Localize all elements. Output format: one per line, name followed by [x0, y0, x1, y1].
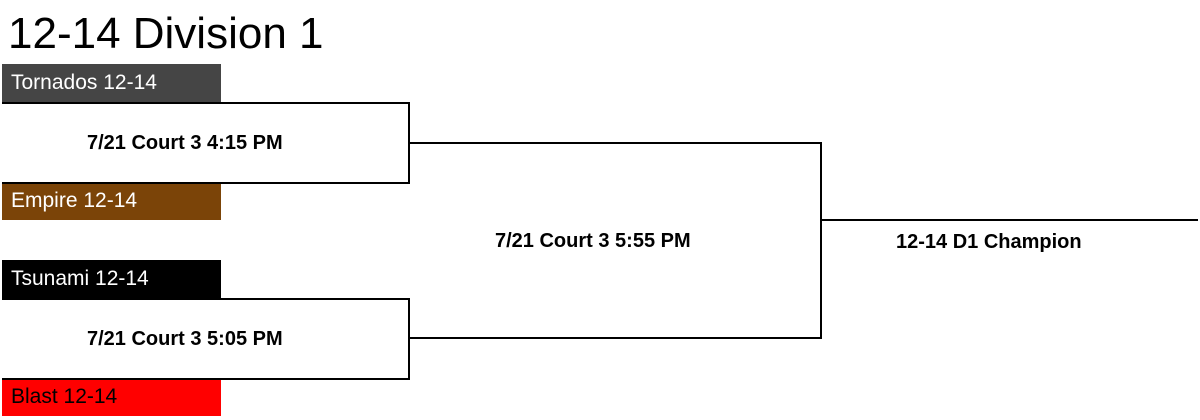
team-slot-blast: Blast 12-14 — [2, 378, 221, 416]
bracket-title: 12-14 Division 1 — [8, 9, 324, 58]
team-slot-empire: Empire 12-14 — [2, 182, 221, 220]
champion-label: 12-14 D1 Champion — [896, 231, 1082, 253]
connector-semi2-bottom — [2, 378, 409, 380]
team-slot-tornados: Tornados 12-14 — [2, 64, 221, 102]
connector-final-right — [820, 142, 822, 339]
connector-semi1-bottom — [2, 182, 409, 184]
connector-semi2-right — [408, 298, 410, 380]
team-slot-tsunami: Tsunami 12-14 — [2, 260, 221, 298]
connector-champion — [820, 219, 1198, 221]
game-label-final: 7/21 Court 3 5:55 PM — [495, 230, 691, 252]
game-label-semi1: 7/21 Court 3 4:15 PM — [87, 132, 283, 154]
connector-semi1-top — [2, 102, 409, 104]
connector-semi1-out — [408, 142, 822, 144]
connector-semi2-out — [408, 337, 822, 339]
connector-semi2-top — [2, 298, 409, 300]
game-label-semi2: 7/21 Court 3 5:05 PM — [87, 328, 283, 350]
